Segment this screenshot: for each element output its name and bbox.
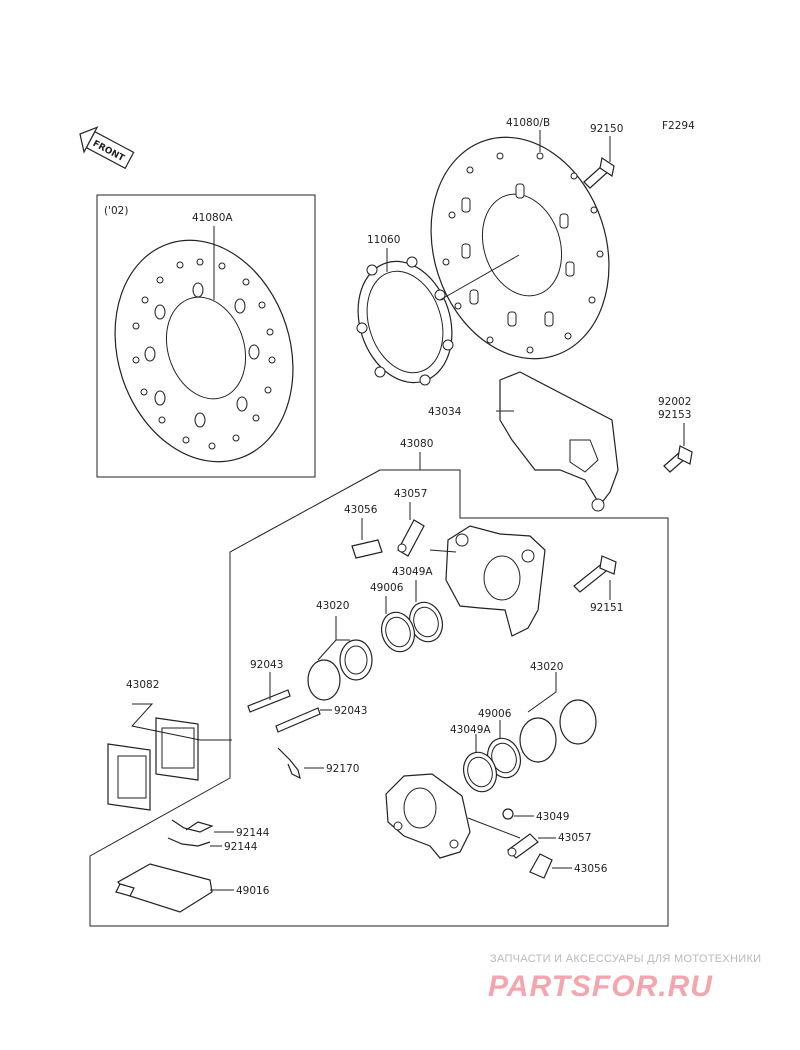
pad-spring-49016 [115,863,213,913]
callout-43082: 43082 [126,679,159,691]
bolt-92150 [583,157,615,189]
callout-92144-b: 92144 [224,841,258,853]
pistons-43020-lower [519,699,597,763]
spring-92144-b [167,837,211,847]
callout-92043-lower: 92043 [334,705,367,717]
callout-49006-upper: 49006 [370,582,404,594]
callout-92151: 92151 [590,602,623,614]
caliper-body-lower [385,773,471,859]
callout-49016: 49016 [236,885,270,897]
callout-43049a-lower: 43049A [450,724,491,736]
callout-92153: 92153 [658,409,691,421]
callout-49006-lower: 49006 [478,708,512,720]
pistons-43020-upper [307,639,373,701]
callout-43080: 43080 [400,438,433,450]
callout-43034: 43034 [428,406,462,418]
callout-41080b: 41080/B [506,117,550,129]
bolt-92151 [573,555,617,593]
watermark-logo: PARTSFOR.RU [488,970,713,1003]
bleeder-cap-43057-upper [397,519,425,557]
callout-92043-upper: 92043 [250,659,283,671]
spring-92170 [277,747,301,780]
figure-code: F2294 [662,120,695,132]
callout-92002: 92002 [658,396,691,408]
spring-92144-a [171,819,214,833]
variant-note: ('02) [104,205,128,217]
watermark-tagline: ЗАПЧАСТИ И АКСЕССУАРЫ ДЛЯ МОТОТЕХНИКИ [490,953,761,965]
ring-43049 [502,808,514,820]
front-arrow-icon: FRONT [79,126,135,170]
callout-43049: 43049 [536,811,569,823]
callout-41080a: 41080A [192,212,233,224]
callout-43057-upper: 43057 [394,488,427,500]
callout-43049a-upper: 43049A [392,566,433,578]
gasket-11060 [356,256,454,386]
bleeder-valve-43056-lower [529,853,553,879]
callout-11060: 11060 [367,234,400,246]
callout-92150: 92150 [590,123,623,135]
callout-92144-a: 92144 [236,827,270,839]
caliper-assembly-box [89,469,669,927]
brake-disc-41080b [430,136,610,360]
callout-43056-lower: 43056 [574,863,608,875]
bleeder-cap-43057-lower [507,833,539,859]
callout-43057-lower: 43057 [558,832,591,844]
bleeder-valve-43056-upper [351,539,383,559]
brake-disc-41080a [114,239,294,463]
brake-pads-43082 [107,717,199,811]
variant-box [96,194,316,478]
callout-92170: 92170 [326,763,359,775]
callout-43056-upper: 43056 [344,504,378,516]
pad-pin-92043 [247,689,321,733]
caliper-guard-43034 [499,371,619,512]
callout-43020-lower: 43020 [530,661,563,673]
callout-43020-upper: 43020 [316,600,349,612]
bolt-92002 [663,445,693,473]
caliper-body-upper [445,525,546,637]
